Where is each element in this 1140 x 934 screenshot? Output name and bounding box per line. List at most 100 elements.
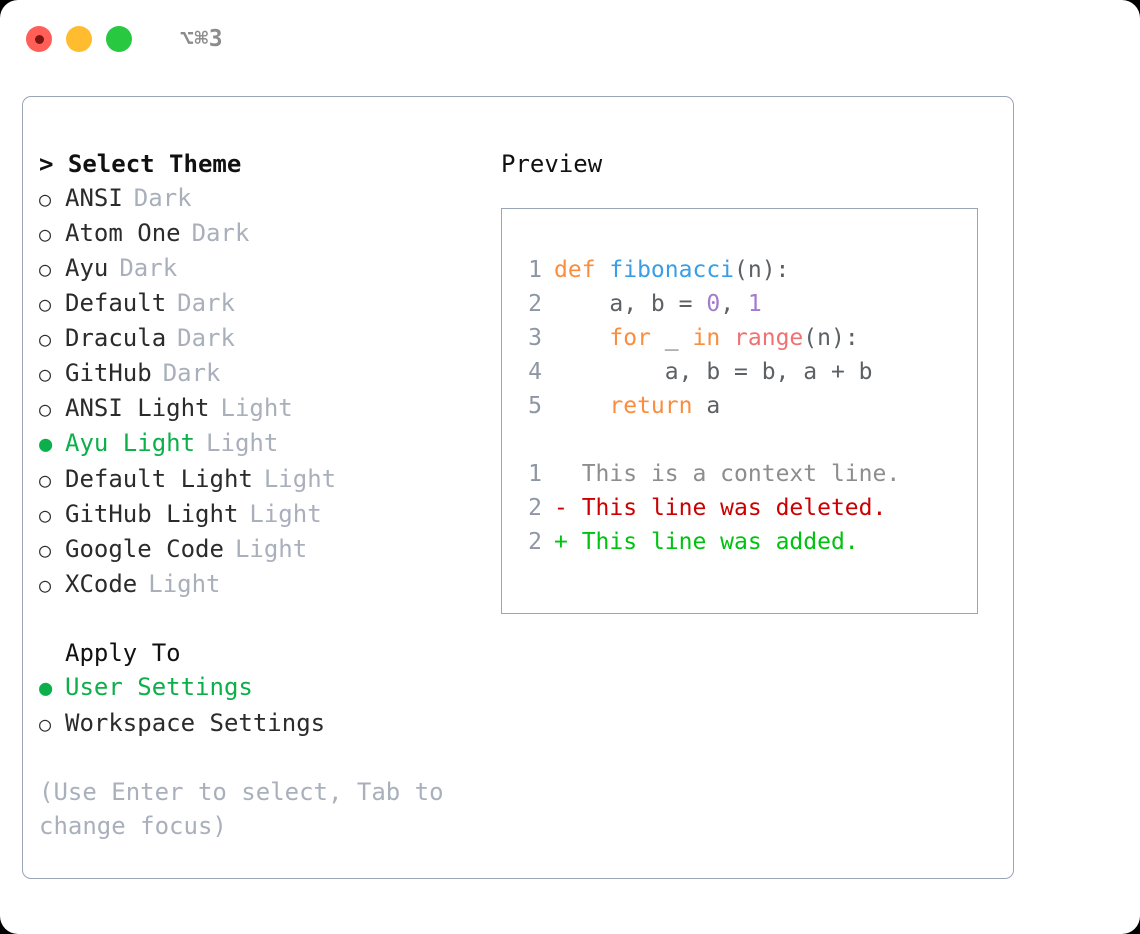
hint-spacer xyxy=(39,741,487,775)
apply-to-option-row[interactable]: ○ Workspace Settings xyxy=(39,706,487,741)
radio-unselected-icon[interactable]: ○ xyxy=(39,187,52,211)
code-line-content: def fibonacci(n): xyxy=(554,253,789,287)
diff-line-number: 2 xyxy=(528,529,542,555)
code-token-txt: (n): xyxy=(803,325,859,351)
code-line-number: 4 xyxy=(528,359,542,385)
theme-option-row[interactable]: ○ Default Light Light xyxy=(39,462,487,497)
radio-unselected-icon[interactable]: ○ xyxy=(39,712,52,736)
theme-option-label: XCode xyxy=(65,570,138,598)
code-token-num: 0 xyxy=(706,291,721,317)
theme-option-category: Dark xyxy=(162,359,221,387)
theme-option-label: Default Light xyxy=(65,465,253,493)
code-token-txt xyxy=(554,393,609,419)
radio-unselected-icon[interactable]: ○ xyxy=(39,397,52,421)
code-token-txt: a, b = b, a + b xyxy=(554,359,873,385)
radio-unselected-icon[interactable]: ○ xyxy=(39,468,52,492)
maximize-window-button[interactable] xyxy=(106,26,132,52)
code-token-bi: range xyxy=(734,325,804,351)
code-token-txt: _ xyxy=(650,325,693,351)
radio-unselected-icon[interactable]: ○ xyxy=(39,503,52,527)
code-line: 1 def fibonacci(n): xyxy=(516,253,977,287)
code-token-txt: (n): xyxy=(734,257,790,283)
theme-option-label: ANSI xyxy=(65,184,123,212)
theme-option-label: Atom One xyxy=(65,219,181,247)
code-token-txt xyxy=(554,325,609,351)
diff-line: 1 This is a context line. xyxy=(516,457,977,491)
theme-option-label: Ayu xyxy=(65,254,109,282)
radio-unselected-icon[interactable]: ○ xyxy=(39,573,52,597)
code-line: 4 a, b = b, a + b xyxy=(516,355,977,389)
diff-line: 2 + This line was added. xyxy=(516,525,977,559)
radio-unselected-icon[interactable]: ○ xyxy=(39,362,52,386)
theme-option-category: Light xyxy=(148,570,221,598)
code-line-number: 5 xyxy=(528,393,542,419)
radio-unselected-icon[interactable]: ○ xyxy=(39,222,52,246)
radio-unselected-icon[interactable]: ○ xyxy=(39,292,52,316)
close-window-button[interactable] xyxy=(26,26,52,52)
theme-option-label: Google Code xyxy=(65,535,224,563)
theme-option-label: Ayu Light xyxy=(65,429,196,457)
code-line-number: 1 xyxy=(528,257,542,283)
theme-option-row[interactable]: ○ Google Code Light xyxy=(39,532,487,567)
theme-option-row[interactable]: ○ GitHub Light Light xyxy=(39,497,487,532)
radio-unselected-icon[interactable]: ○ xyxy=(39,327,52,351)
diff-sample: 1 This is a context line.2- This line wa… xyxy=(516,457,977,559)
radio-unselected-icon[interactable]: ○ xyxy=(39,257,52,281)
diff-line-content: This line was deleted. xyxy=(581,495,887,521)
code-line-number: 2 xyxy=(528,291,542,317)
diff-line-number: 2 xyxy=(528,495,542,521)
theme-option-category: Light xyxy=(220,394,293,422)
diff-line-content: This line was added. xyxy=(581,529,859,555)
theme-option-row[interactable]: ○ ANSI Light Light xyxy=(39,391,487,426)
minimize-window-button[interactable] xyxy=(66,26,92,52)
list-spacer xyxy=(39,602,487,636)
diff-line-number: 1 xyxy=(528,461,542,487)
code-token-num: 1 xyxy=(747,291,762,317)
theme-option-category: Dark xyxy=(177,289,235,317)
theme-option-category: Light xyxy=(263,465,337,493)
title-bar: ⌥⌘3 xyxy=(0,0,1140,78)
diff-line: 2- This line was deleted. xyxy=(516,491,977,525)
theme-option-category: Light xyxy=(249,500,322,528)
code-token-txt xyxy=(720,325,734,351)
radio-unselected-icon[interactable]: ○ xyxy=(39,538,52,562)
code-line: 2 a, b = 0, 1 xyxy=(516,287,977,321)
keyboard-shortcut-label: ⌥⌘3 xyxy=(180,26,224,52)
radio-selected-icon[interactable]: ● xyxy=(39,676,53,701)
code-token-txt: , xyxy=(720,291,748,317)
code-token-kw: return xyxy=(609,393,693,419)
code-token-txt: a xyxy=(692,393,721,419)
diff-marker: + xyxy=(554,529,582,555)
theme-option-row[interactable]: ○ XCode Light xyxy=(39,567,487,602)
theme-option-category: Light xyxy=(234,535,308,563)
apply-to-option-label: Workspace Settings xyxy=(65,709,326,737)
preview-title: Preview xyxy=(501,150,603,178)
theme-option-category: Dark xyxy=(177,324,235,352)
apply-to-option-label: User Settings xyxy=(65,673,253,701)
theme-option-label: ANSI Light xyxy=(65,394,210,422)
theme-option-row[interactable]: ○ Dracula Dark xyxy=(39,321,487,356)
diff-marker: - xyxy=(554,495,582,521)
radio-selected-icon[interactable]: ● xyxy=(39,432,53,457)
diff-marker xyxy=(554,457,582,491)
code-line-content: a, b = 0, 1 xyxy=(554,287,762,321)
code-line-content: for _ in range(n): xyxy=(554,321,859,355)
code-line-content: return a xyxy=(554,389,720,423)
apply-to-option-row[interactable]: ● User Settings xyxy=(39,670,487,706)
theme-option-label: Dracula xyxy=(65,324,167,352)
theme-option-label: GitHub Light xyxy=(65,500,239,528)
code-token-fn: fibonacci xyxy=(609,257,735,283)
code-line-content: a, b = b, a + b xyxy=(554,355,873,389)
